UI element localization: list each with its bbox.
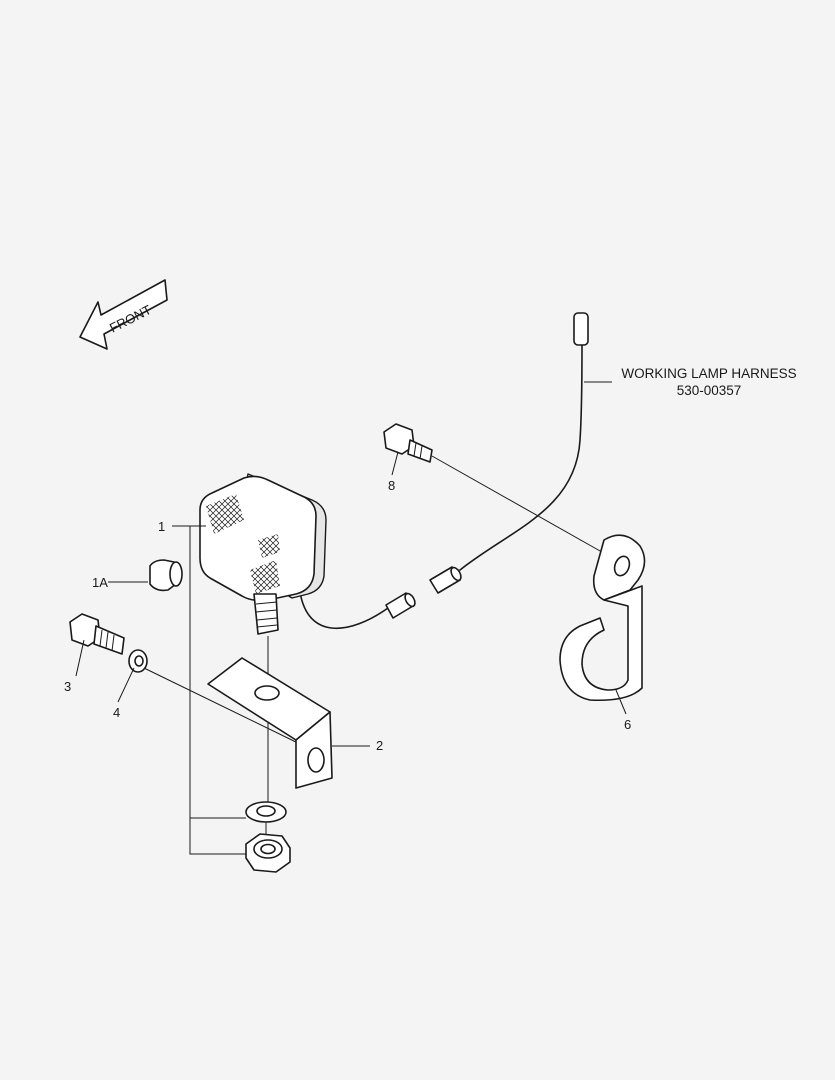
harness-clamp — [559, 534, 646, 702]
callout-4: 4 — [113, 705, 120, 720]
callout-6: 6 — [624, 717, 631, 732]
mounting-bracket — [207, 657, 333, 789]
hex-nut — [245, 833, 291, 873]
guide-lines — [143, 455, 617, 848]
callout-3: 3 — [64, 679, 71, 694]
leader-lines — [75, 451, 627, 747]
harness-part-number: 530-00357 — [677, 383, 742, 398]
harness-name: WORKING LAMP HARNESS — [621, 366, 796, 381]
lamp-stud — [253, 593, 279, 635]
callout-2: 2 — [376, 738, 383, 753]
working-lamp-harness — [299, 312, 612, 629]
front-arrow-icon: FRONT — [79, 279, 168, 350]
item1-group-bracket — [172, 525, 246, 855]
callout-1a: 1A — [92, 575, 108, 590]
callout-8: 8 — [388, 478, 395, 493]
screw — [383, 423, 433, 463]
callout-1: 1 — [158, 519, 165, 534]
harness-terminal — [573, 312, 589, 346]
work-lamp — [199, 473, 327, 635]
flat-washer — [245, 801, 287, 823]
lock-washer — [128, 649, 148, 673]
harness-connector-female — [429, 566, 462, 594]
bolt — [69, 613, 125, 655]
lamp-bulb — [108, 559, 183, 592]
harness-connector-male — [385, 592, 416, 619]
